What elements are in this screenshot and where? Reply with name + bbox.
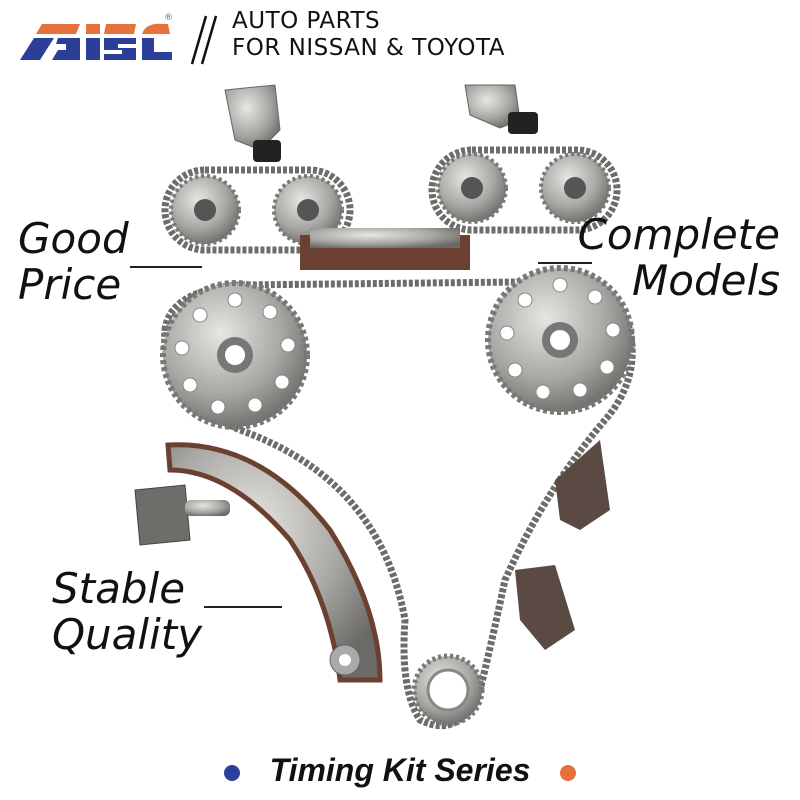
crank-sprocket bbox=[411, 653, 485, 727]
callout-line bbox=[538, 262, 592, 264]
callout-good-price: Good Price bbox=[18, 214, 129, 309]
callout-line bbox=[130, 266, 202, 268]
tagline: AUTO PARTS FOR NISSAN & TOYOTA bbox=[232, 8, 505, 62]
upper-left-chain bbox=[161, 166, 354, 254]
callout-stable-quality: Stable Quality bbox=[52, 564, 203, 659]
footer-title: Timing Kit Series bbox=[269, 752, 531, 788]
divider-slash bbox=[190, 15, 218, 65]
tagline-line1: AUTO PARTS bbox=[232, 8, 381, 34]
cam-sprocket-right bbox=[485, 265, 635, 415]
chain-guide-small bbox=[555, 440, 610, 530]
upper-right-chain bbox=[428, 146, 621, 234]
cam-sprocket-left bbox=[160, 280, 310, 430]
tagline-line2: FOR NISSAN & TOYOTA bbox=[232, 35, 506, 61]
svg-text:®: ® bbox=[164, 13, 173, 23]
blue-dot bbox=[223, 764, 240, 781]
hydraulic-tensioner bbox=[134, 484, 191, 546]
aisc-logo: ® bbox=[20, 13, 173, 60]
callout-complete-models: Complete Models bbox=[577, 210, 780, 305]
orange-dot bbox=[560, 764, 577, 781]
footer-title-bar: Timing Kit Series bbox=[0, 752, 800, 789]
chain-guide-small bbox=[515, 565, 575, 650]
callout-line bbox=[204, 606, 282, 608]
